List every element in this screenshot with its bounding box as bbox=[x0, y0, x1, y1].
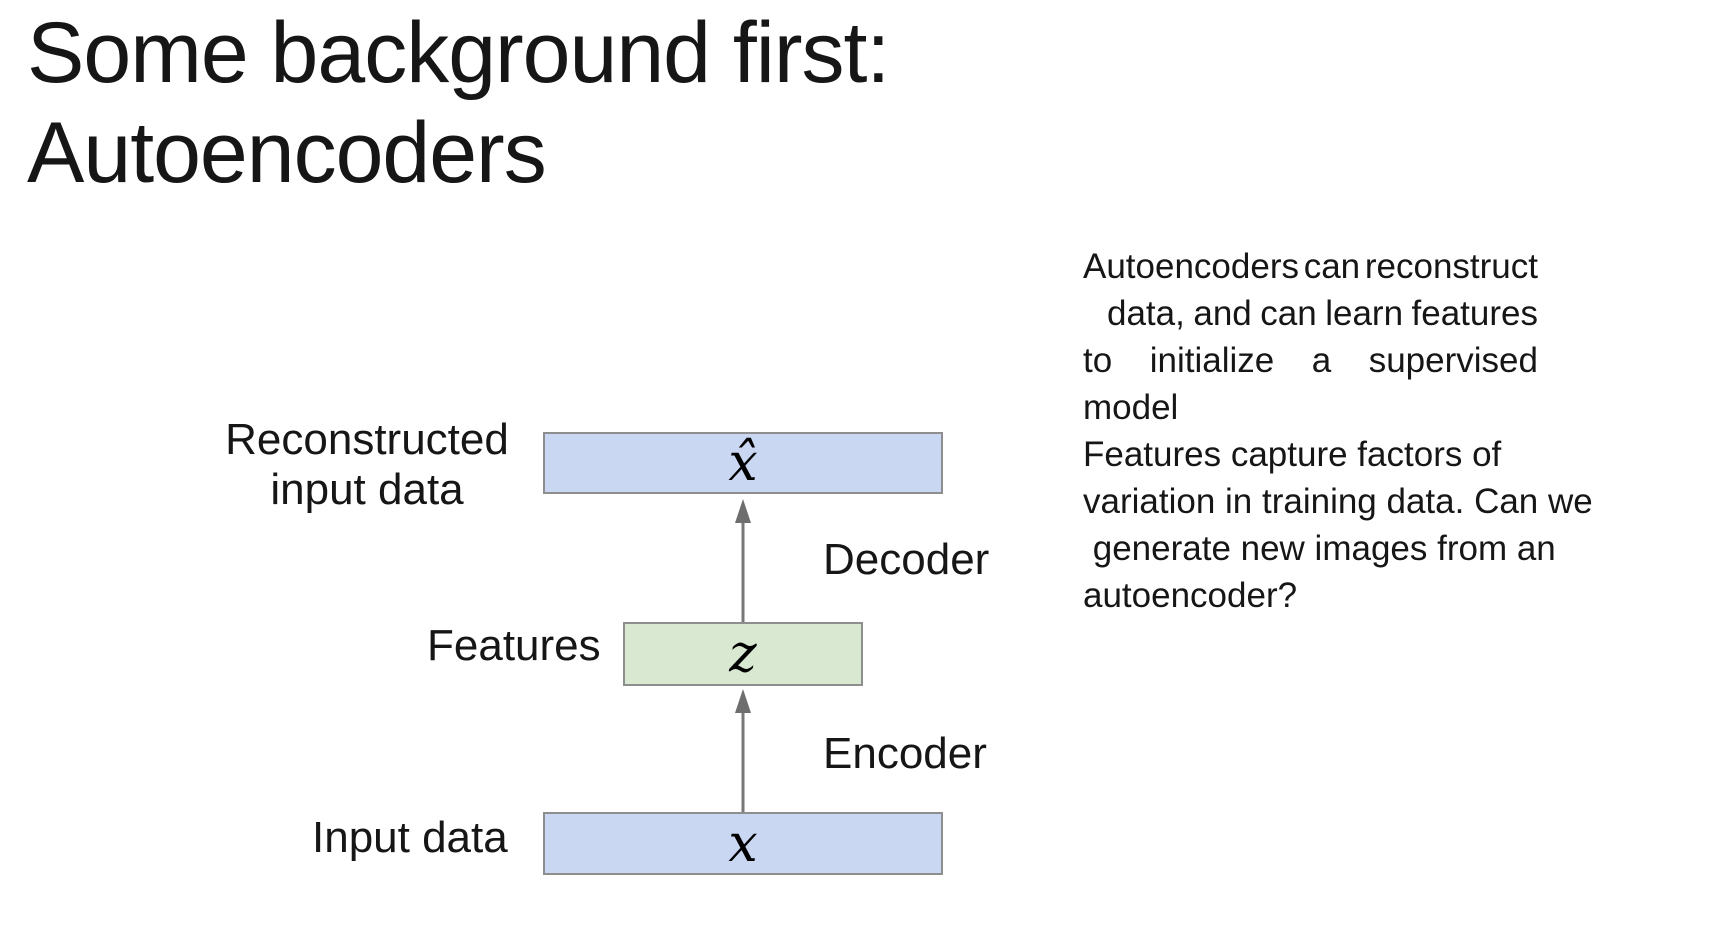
x-symbol: x bbox=[728, 813, 758, 874]
features-box: z bbox=[623, 622, 863, 686]
encoder-arrow bbox=[735, 689, 751, 817]
slide-title-line1: Some background first: bbox=[27, 5, 890, 101]
reconstructed-input-label-line1: Reconstructed bbox=[225, 415, 509, 464]
input-data-box: x bbox=[543, 812, 943, 875]
decoder-label: Decoder bbox=[823, 535, 990, 584]
features-label: Features bbox=[427, 621, 601, 670]
reconstructed-input-label: Reconstructed input data bbox=[206, 415, 528, 515]
reconstructed-data-box: x̂ bbox=[543, 432, 943, 494]
encoder-label: Encoder bbox=[823, 729, 987, 778]
z-symbol: z bbox=[729, 624, 757, 684]
body-line: model bbox=[1083, 388, 1179, 427]
body-line: autoencoder? bbox=[1083, 576, 1298, 615]
slide-title-line2: Autoencoders bbox=[27, 105, 547, 201]
body-line: variation in training data. Can we bbox=[1083, 482, 1593, 521]
decoder-arrow bbox=[735, 499, 751, 627]
body-line: generate new images from an bbox=[1083, 529, 1556, 568]
input-data-label: Input data bbox=[312, 813, 508, 862]
body-line: Features capture factors of bbox=[1083, 435, 1502, 474]
xhat-symbol: x̂ bbox=[728, 433, 758, 493]
slide-title: Some background first: Autoencoders bbox=[27, 3, 890, 203]
reconstructed-input-label-line2: input data bbox=[270, 465, 464, 514]
